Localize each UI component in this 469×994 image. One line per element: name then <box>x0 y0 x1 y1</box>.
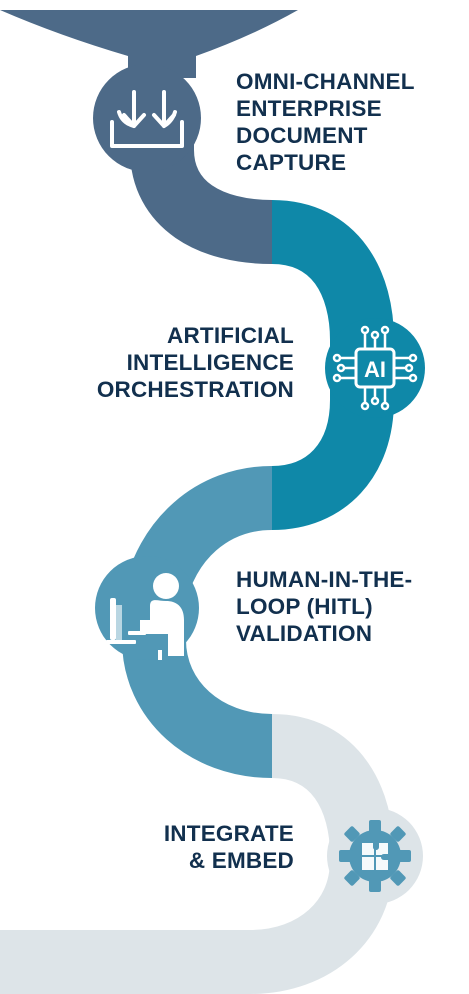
ai-chip-icon <box>332 325 418 411</box>
download-tray-icon <box>110 90 184 148</box>
step-4-label: INTEGRATE & EMBED <box>163 821 294 873</box>
puzzle-gear-icon <box>339 820 411 892</box>
stage-2-circle <box>325 318 425 418</box>
ai-chip-label: AI <box>364 357 386 382</box>
stage-1-circle <box>93 64 201 172</box>
stage-1-path <box>0 10 298 78</box>
step-3-label: HUMAN-IN-THE- LOOP (HITL) VALIDATION <box>236 567 413 646</box>
step-2-label: ARTIFICIAL INTELLIGENCE ORCHESTRATION <box>96 323 294 402</box>
step-1-label: OMNI-CHANNEL ENTERPRISE DOCUMENT CAPTURE <box>236 69 415 175</box>
person-at-computer-icon <box>106 573 184 660</box>
